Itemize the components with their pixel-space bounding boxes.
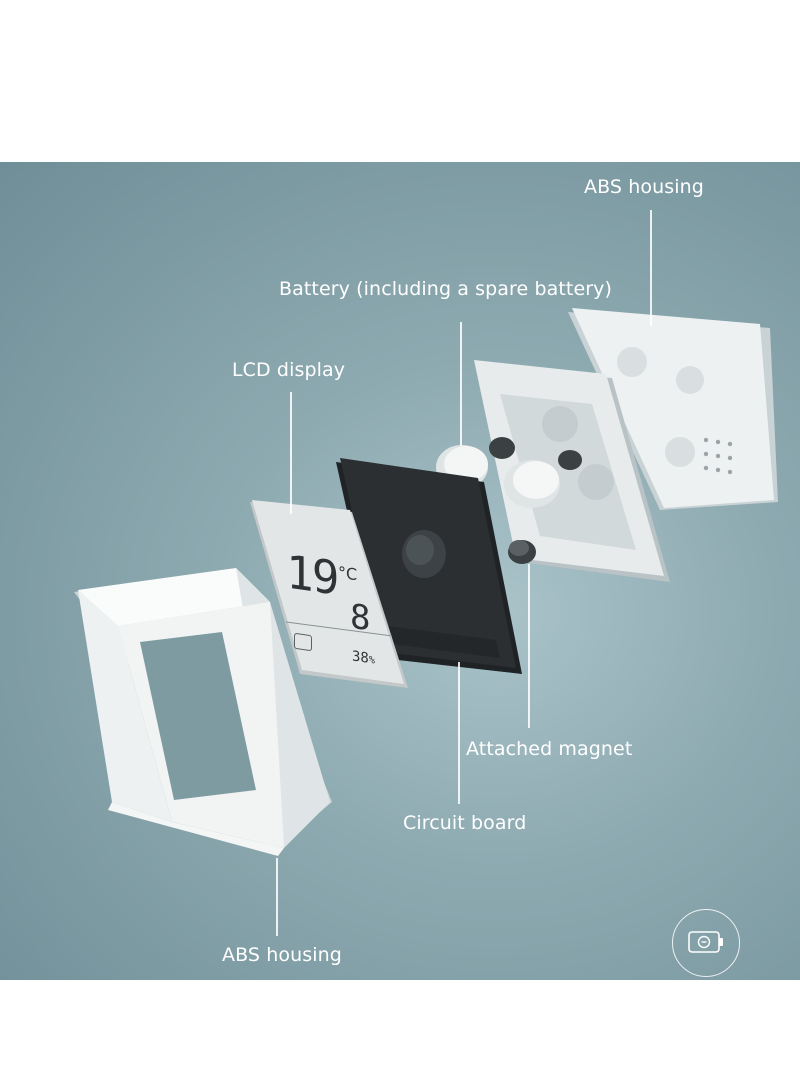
- lcd-temperature-unit: °C: [338, 562, 358, 585]
- battery-icon: [688, 931, 723, 953]
- diagram-panel: 19 °C 8 38% ABS housing Battery (includi…: [0, 162, 800, 980]
- lcd-humidity-unit: %: [368, 654, 375, 667]
- leader-attached-magnet: [528, 564, 530, 728]
- leader-abs-housing-top: [650, 210, 652, 326]
- leader-circuit-board: [458, 662, 460, 804]
- abs-housing-back: [568, 308, 778, 510]
- abs-housing-front: [74, 568, 332, 856]
- lcd-temperature: 19: [286, 544, 338, 606]
- lcd-panel: [250, 500, 408, 688]
- label-circuit-board: Circuit board: [403, 812, 527, 834]
- exploded-view: [74, 308, 778, 856]
- leader-battery: [460, 322, 462, 446]
- leader-abs-housing-bottom: [276, 858, 278, 936]
- lcd-humidity: 38%: [352, 648, 375, 667]
- label-attached-magnet: Attached magnet: [466, 738, 633, 760]
- leader-lcd-display: [290, 392, 292, 514]
- lcd-temperature-decimal: 8: [350, 596, 371, 640]
- label-abs-housing-bottom: ABS housing: [222, 944, 342, 966]
- lcd-humidity-value: 38: [352, 648, 369, 667]
- label-abs-housing-top: ABS housing: [584, 176, 704, 198]
- magnet-set: [489, 437, 582, 564]
- label-lcd-display: LCD display: [232, 359, 346, 381]
- lcd-face-icon: [294, 632, 312, 652]
- label-battery: Battery (including a spare battery): [279, 278, 613, 300]
- battery-badge: [672, 909, 740, 977]
